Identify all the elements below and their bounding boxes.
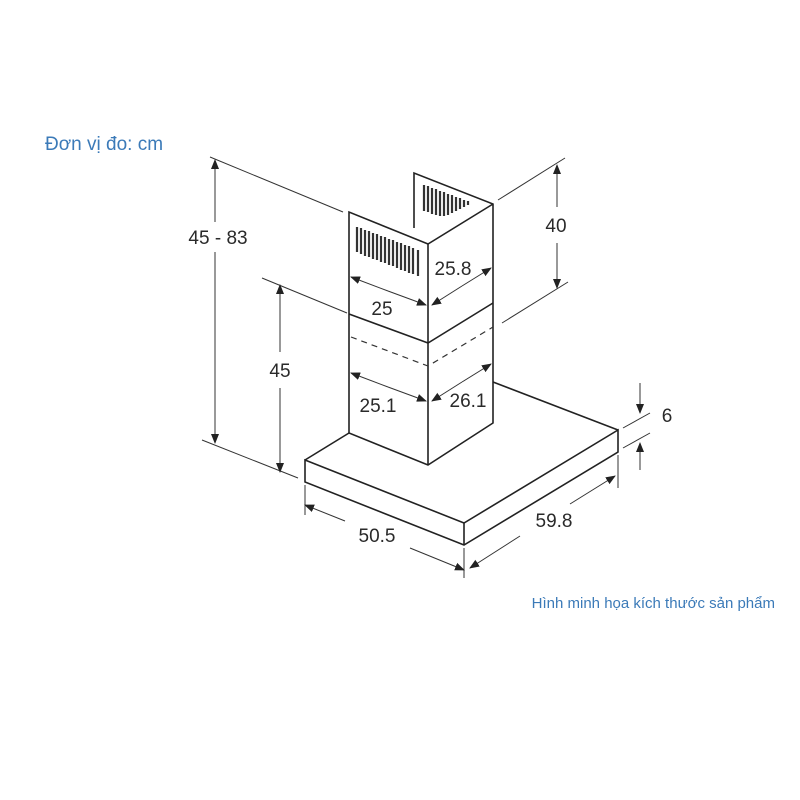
label-upper-height: 40 bbox=[545, 216, 566, 237]
vent-slots-icon bbox=[355, 185, 470, 276]
label-upper-depth: 25.8 bbox=[435, 259, 472, 280]
label-lower-height: 45 bbox=[269, 361, 290, 382]
caption: Hình minh họa kích thước sản phẩm bbox=[531, 595, 775, 612]
label-lower-width: 25.1 bbox=[360, 396, 397, 417]
label-total-height: 45 - 83 bbox=[188, 228, 247, 249]
label-hood-thickness: 6 bbox=[662, 406, 673, 427]
dimension-arrows bbox=[211, 159, 644, 571]
label-hood-depth: 50.5 bbox=[359, 526, 396, 547]
label-upper-width: 25 bbox=[371, 299, 392, 320]
hood-canopy bbox=[304, 381, 619, 546]
label-hood-width: 59.8 bbox=[536, 511, 573, 532]
chimney bbox=[348, 171, 494, 466]
unit-note: Đơn vị đo: cm bbox=[45, 134, 164, 155]
label-lower-depth: 26.1 bbox=[450, 391, 487, 412]
